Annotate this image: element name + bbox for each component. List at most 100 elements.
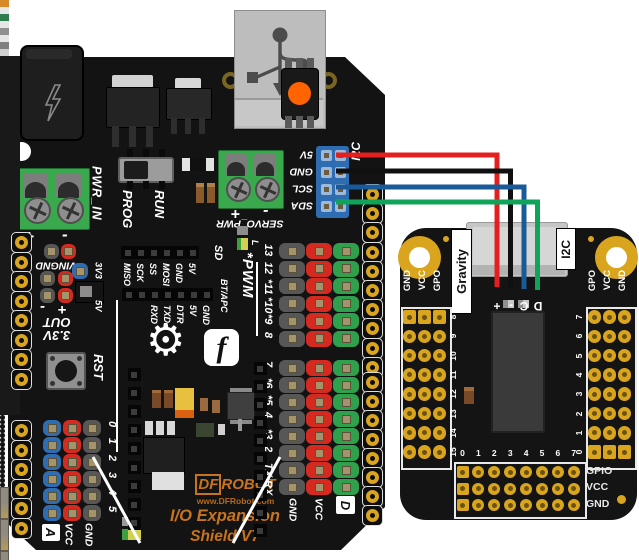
mount-hole-dot xyxy=(0,446,5,452)
smd-part xyxy=(218,424,225,435)
vin-pin[interactable] xyxy=(44,244,59,259)
terminal-screw xyxy=(57,197,84,224)
terminal-screw xyxy=(255,177,280,202)
gravity-badge-text: Gravity xyxy=(454,249,469,294)
barrel-jack xyxy=(20,45,84,141)
out-pin[interactable] xyxy=(58,288,73,303)
smd-part xyxy=(167,421,175,435)
prog-label: PROG xyxy=(120,190,135,229)
reset-tact-button[interactable] xyxy=(281,58,319,128)
analog-a-letter: A xyxy=(43,527,59,538)
smd-part xyxy=(122,517,141,526)
i2c-label: I2C xyxy=(349,142,363,161)
module-mount-hole-center xyxy=(606,247,627,268)
mount-hole-dot xyxy=(0,442,5,447)
mount-hole-dot xyxy=(0,428,5,434)
led-l-label: L xyxy=(250,240,260,246)
pwr-in-minus-label: - xyxy=(62,225,68,244)
product-name-line1: I/O Expansion xyxy=(169,507,281,525)
smd-resistor xyxy=(182,158,214,171)
website-label: www.DFRobot.com xyxy=(196,496,275,506)
voltage-regulator-large xyxy=(106,75,160,147)
module-row-label: VCC xyxy=(586,481,609,493)
mount-hole-dot xyxy=(0,478,5,483)
smd-ic-chip xyxy=(227,388,255,424)
out-33v-line2: OUT xyxy=(43,315,71,330)
mount-hole-dot xyxy=(0,424,5,429)
servo-pwr-terminal xyxy=(218,150,284,209)
servo-pwr-label: SERVO_PWR xyxy=(216,217,284,230)
terminal-screw xyxy=(226,177,251,202)
product-name-line2: Shield V7 xyxy=(190,528,260,545)
mount-hole-dot xyxy=(0,415,5,420)
gravity-badge: Gravity xyxy=(451,229,472,314)
transistor xyxy=(143,437,185,474)
i2c-header[interactable] xyxy=(316,146,349,218)
logo-robot: ROBOT xyxy=(221,476,276,493)
analog-vcc-label: VCC xyxy=(62,523,75,546)
module-i2c-text: I2C xyxy=(559,239,573,259)
mount-hole-dot xyxy=(0,419,5,425)
led-power xyxy=(122,529,141,540)
digital-gnd-label: GND xyxy=(286,498,299,522)
connector-pin[interactable] xyxy=(0,551,9,560)
prog-run-switch[interactable] xyxy=(118,149,174,189)
smd-capacitor xyxy=(164,390,173,408)
gear-icon: ⚙ xyxy=(146,316,186,365)
smd-pad xyxy=(0,7,9,14)
fiducial-dot xyxy=(443,236,449,242)
lightning-icon xyxy=(44,84,62,122)
mount-hole-dot xyxy=(0,469,5,474)
connector-pin[interactable] xyxy=(0,519,9,552)
bt-apc-group-label: BT/APC xyxy=(219,279,229,313)
smd-part xyxy=(238,419,242,431)
module-ic-chip xyxy=(491,311,545,433)
barrel-jack-rim xyxy=(26,49,72,59)
smd-capacitor xyxy=(207,183,215,203)
mount-hole-dot xyxy=(0,473,5,479)
smd-part xyxy=(518,300,529,308)
led-l xyxy=(237,238,248,250)
run-label: RUN xyxy=(152,190,167,219)
smd-part xyxy=(212,400,220,413)
jumper-5v-label: 5V xyxy=(92,300,104,312)
jumper-cap[interactable] xyxy=(75,281,104,303)
mount-hole-dot xyxy=(0,455,5,461)
pwm-label: *PWM xyxy=(239,252,256,299)
out-pin[interactable] xyxy=(40,288,55,303)
terminal-screw xyxy=(24,197,51,224)
smd-part xyxy=(200,398,208,411)
connector-pin[interactable] xyxy=(0,487,9,520)
module-i2c-badge: I2C xyxy=(556,228,576,270)
smd-pad xyxy=(0,49,9,56)
silkscreen-line xyxy=(256,262,258,336)
mount-hole-dot xyxy=(0,451,5,456)
mount-hole-dot xyxy=(0,433,5,438)
analog-a-box: A xyxy=(42,524,60,541)
module-row-label: GND xyxy=(586,498,610,510)
jumper-pin[interactable] xyxy=(72,263,88,279)
reset-button-cap[interactable] xyxy=(288,82,311,105)
out-33v-line1: 3.3V xyxy=(43,328,71,343)
switch-knob[interactable] xyxy=(124,161,148,179)
rst-button-cap[interactable] xyxy=(55,360,77,382)
smd-part xyxy=(156,421,164,435)
logo-df: DF xyxy=(195,474,222,495)
out-pin[interactable] xyxy=(40,271,55,286)
fiducial-dot xyxy=(588,236,594,242)
module-mount-hole-center xyxy=(409,247,430,268)
analog-gnd-label: GND xyxy=(82,523,95,547)
pwr-in-label: PWR_IN xyxy=(89,166,104,221)
smd-pad xyxy=(0,42,9,49)
mount-hole-dot xyxy=(0,437,5,443)
rst-button[interactable] xyxy=(46,352,86,390)
smd-pad xyxy=(0,28,9,35)
smd-part xyxy=(503,300,514,308)
out-pin[interactable] xyxy=(58,271,73,286)
pwr-in-terminal xyxy=(15,168,90,230)
jumper-3v3-label: 3V3 xyxy=(92,262,104,279)
gravity-connector[interactable] xyxy=(466,222,568,277)
gnd-pin[interactable] xyxy=(61,244,76,259)
smd-pad xyxy=(0,35,9,42)
